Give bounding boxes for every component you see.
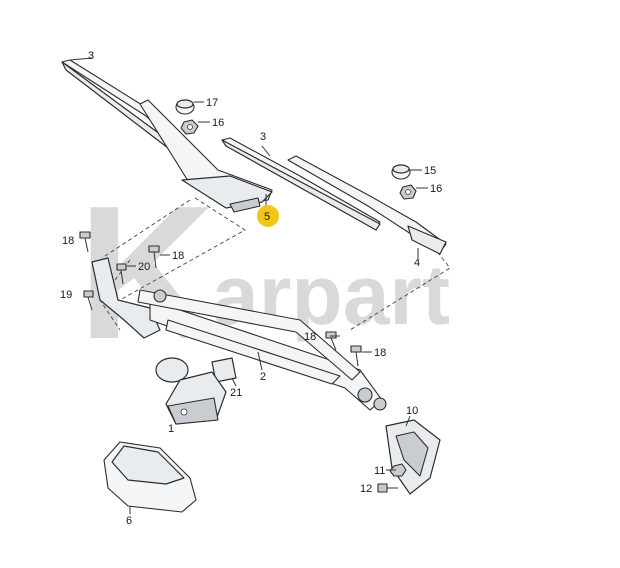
callout-5: 5 [264,211,270,223]
callout-6: 6 [126,515,132,527]
callout-19: 19 [60,289,72,301]
callout-3-right: 3 [260,131,266,143]
callout-18-upper-left: 18 [62,235,74,247]
callout-18-center: 18 [172,250,184,262]
wiper-linkage-frame [91,257,387,411]
callout-16-right: 16 [430,183,442,195]
screw-12 [377,483,398,493]
nut-11 [389,463,407,477]
callouts: 3 17 16 3 15 16 5 4 18 20 18 19 18 18 2 … [60,50,442,527]
callout-leaders [127,101,428,471]
cap-15 [391,164,411,180]
bolt-18-right-a [325,331,337,351]
callout-18-right-a: 18 [304,331,316,343]
bolt-18-center [148,245,160,269]
callout-16-left: 16 [212,117,224,129]
callout-3-left: 3 [88,50,94,62]
callout-12: 12 [360,483,372,495]
wiper-blade-right [221,137,381,231]
linkage-cover [103,441,197,514]
callout-17: 17 [206,97,218,109]
wiper-motor [155,357,227,425]
callout-10: 10 [406,405,418,417]
wiper-arm-right [287,155,447,255]
bolt-18-right-b [350,345,362,367]
callout-18-right-b: 18 [374,347,386,359]
cap-17 [175,99,195,115]
bolt-20 [116,263,127,285]
watermark-text: arpart [212,248,450,342]
callout-1: 1 [168,423,174,435]
mounting-bracket [385,415,441,495]
callout-highlight-5 [257,205,279,227]
nut-16-left [180,119,199,135]
callout-20: 20 [138,261,150,273]
nut-16-right [399,184,417,200]
callout-11: 11 [374,465,385,477]
callout-15: 15 [424,165,436,177]
bolt-19 [83,290,94,311]
bolt-18-upper-left [79,231,91,253]
callout-21: 21 [230,387,242,399]
callout-4: 4 [414,257,420,269]
wiper-arm-left [139,99,273,213]
karpart-watermark: K arpart [78,167,450,379]
callout-2: 2 [260,371,266,383]
